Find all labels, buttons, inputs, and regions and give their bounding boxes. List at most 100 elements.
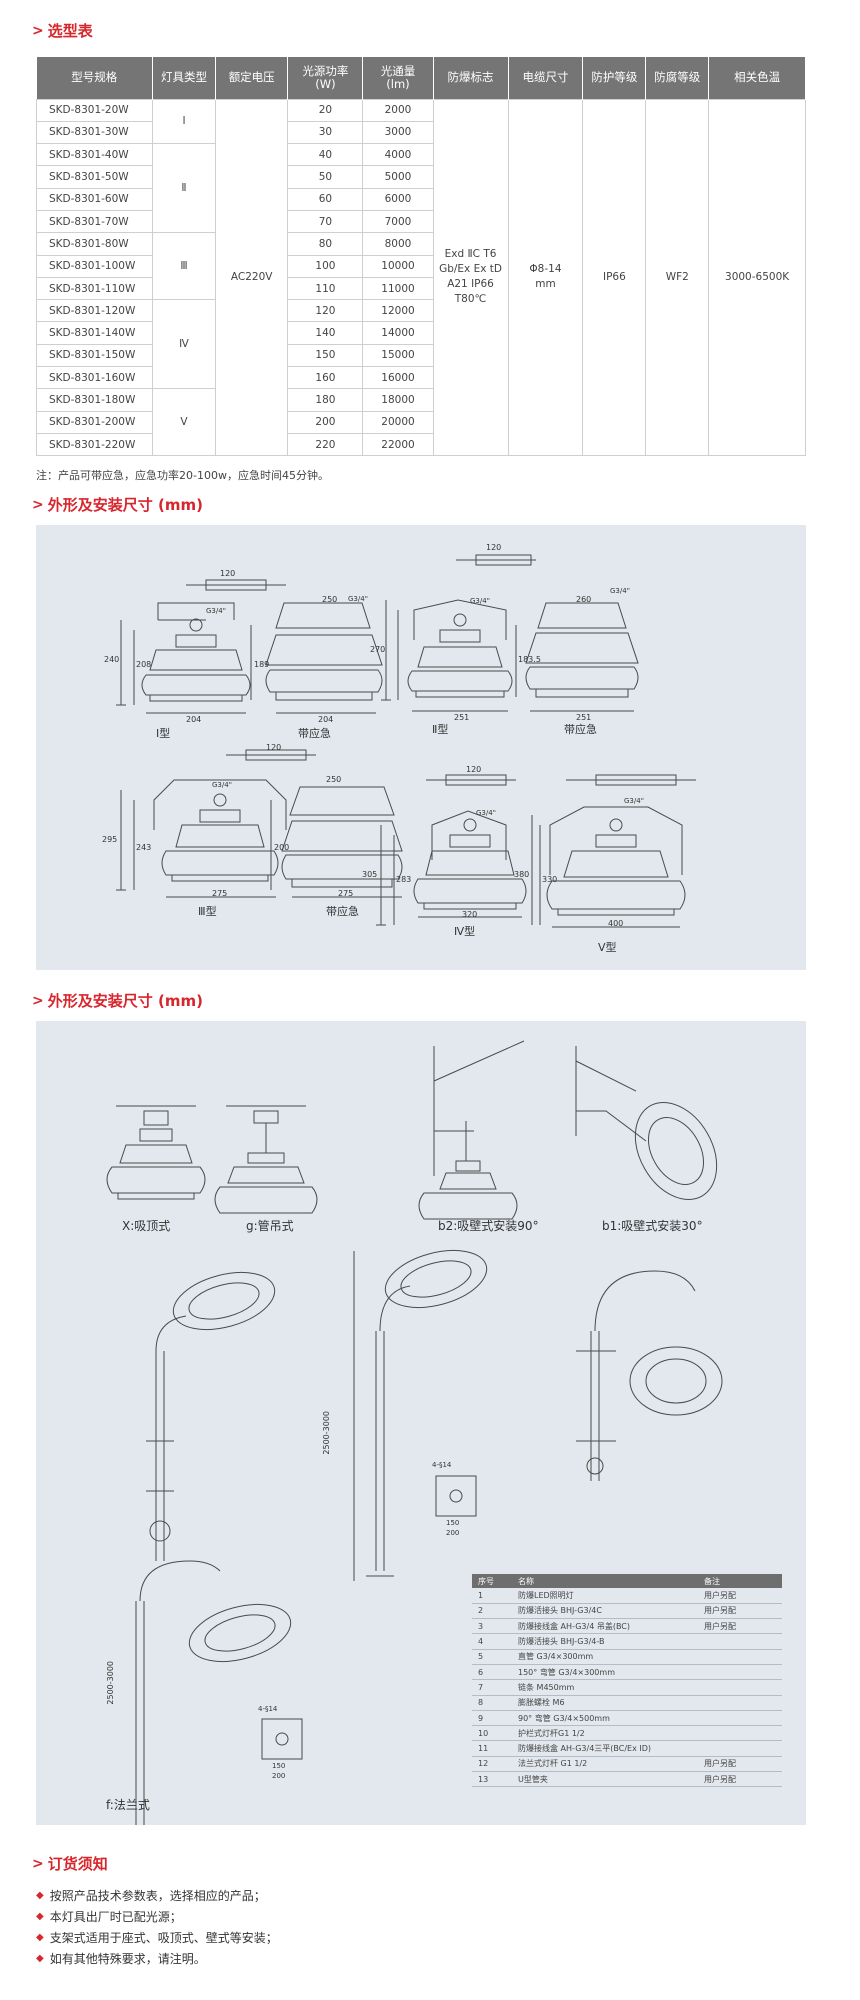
dim-400: 400: [608, 919, 624, 928]
parts-cell: 7: [472, 1679, 512, 1696]
parts-cell: [698, 1695, 782, 1711]
dim-4-14a: 4-§14: [432, 1461, 452, 1469]
label-wall-mount-30: b1:吸壁式安装30°: [602, 1219, 703, 1233]
parts-cell: 1: [472, 1588, 512, 1604]
spec-cell: 15000: [362, 343, 434, 368]
label-type1: Ⅰ型: [156, 727, 171, 740]
ex-mark-line: Exd ⅡC T6: [444, 248, 497, 261]
label-type4: Ⅳ型: [454, 925, 476, 938]
spec-cell: WF2: [645, 98, 710, 457]
spec-cell: 3000: [362, 120, 434, 145]
install-drawing-wall-90: [418, 1040, 525, 1220]
spec-header-cell: 防爆标志: [433, 57, 509, 99]
dim-204b: 204: [318, 715, 334, 724]
label-type1-emergency: 带应急: [298, 727, 331, 740]
diamond-bullet-icon: ◆: [36, 1953, 44, 1964]
spec-cell: AC220V: [214, 98, 289, 457]
spec-cell: 220: [287, 432, 364, 457]
spec-cell: 10000: [362, 254, 434, 278]
dim-183-5: 183.5: [518, 655, 541, 664]
spec-cell: 30: [287, 120, 364, 145]
label-wall-mount-90: b2:吸壁式安装90°: [438, 1219, 539, 1233]
spec-cell: 11000: [362, 276, 434, 301]
spec-header-cell: 光源功率 (W): [287, 57, 364, 99]
dim-208: 208: [136, 660, 152, 669]
parts-cell: 直管 G3/4×300mm: [512, 1649, 698, 1665]
install-drawing-ceiling: [106, 1105, 206, 1200]
diamond-bullet-icon: ◆: [36, 1890, 44, 1901]
label-g34f: G3/4": [476, 809, 496, 817]
dim-305: 305: [362, 870, 378, 879]
ex-mark-line: Gb/Ex Ex tD: [439, 263, 502, 276]
install-drawing-pole-3: [576, 1270, 723, 1481]
label-g34e: G3/4": [212, 781, 232, 789]
lamp-drawing-type4: [376, 774, 527, 926]
parts-cell: 用户另配: [698, 1603, 782, 1620]
dim-250b: 250: [326, 775, 342, 784]
spec-cell: 12000: [362, 299, 434, 323]
install-drawing-pole-2: [353, 1250, 488, 1581]
spec-cell: SKD-8301-80W: [35, 232, 154, 256]
label-type3-emergency: 带应急: [326, 905, 359, 918]
dim-150a: 150: [446, 1519, 460, 1527]
dim-251b: 251: [576, 713, 592, 722]
spec-header-cell: 额定电压: [215, 57, 289, 99]
parts-cell: [698, 1633, 782, 1650]
parts-cell: 10: [472, 1725, 512, 1742]
order-notes-list: ◆按照产品技术参数表，选择相应的产品；◆本灯具出厂时已配光源；◆支架式适用于座式…: [36, 1885, 278, 1969]
section-title-order: > 订货须知: [32, 1855, 108, 1873]
spec-header-cell: 光通量 (lm): [362, 57, 434, 99]
spec-cell: 140: [287, 321, 364, 345]
label-type3: Ⅲ型: [198, 905, 217, 918]
spec-cell: Ⅴ: [152, 388, 216, 457]
spec-cell: Ⅳ: [152, 299, 216, 390]
dim-250a: 250: [322, 595, 338, 604]
lamp-drawing-type2: [381, 554, 536, 712]
parts-cell: [698, 1710, 782, 1727]
spec-cell: SKD-8301-100W: [35, 254, 154, 278]
spec-cell: 22000: [362, 432, 434, 457]
spec-cell: 180: [287, 388, 364, 412]
spec-cell: 70: [287, 209, 364, 234]
install-drawing-pole-4: [135, 1560, 303, 1825]
spec-cell: Ⅰ: [152, 98, 216, 145]
parts-header-cell: 备注: [698, 1574, 782, 1588]
parts-cell: 13: [472, 1771, 512, 1788]
parts-cell: 用户另配: [698, 1771, 782, 1788]
section-title-selection: > 选型表: [32, 22, 93, 40]
parts-cell: 90° 弯管 G3/4×500mm: [512, 1710, 698, 1727]
parts-cell: 防爆活接头 BHJ-G3/4-B: [512, 1633, 698, 1650]
dim-150b: 150: [272, 1762, 286, 1770]
dim-200: 200: [274, 843, 290, 852]
dim-270: 270: [370, 645, 386, 654]
parts-cell: 8: [472, 1695, 512, 1711]
order-note-item: ◆如有其他特殊要求，请注明。: [36, 1948, 278, 1969]
parts-cell: 4: [472, 1633, 512, 1650]
spec-cell: SKD-8301-220W: [35, 432, 154, 457]
spec-cell: 4000: [362, 143, 434, 167]
installation-drawings: [106, 1040, 723, 1825]
parts-cell: 12: [472, 1756, 512, 1773]
spec-cell: SKD-8301-110W: [35, 276, 154, 301]
spec-cell: 160: [287, 366, 364, 390]
parts-cell: 防爆活接头 BHJ-G3/4C: [512, 1603, 698, 1620]
chevron-right-icon: >: [32, 992, 44, 1009]
dim-120a: 120: [220, 569, 236, 578]
